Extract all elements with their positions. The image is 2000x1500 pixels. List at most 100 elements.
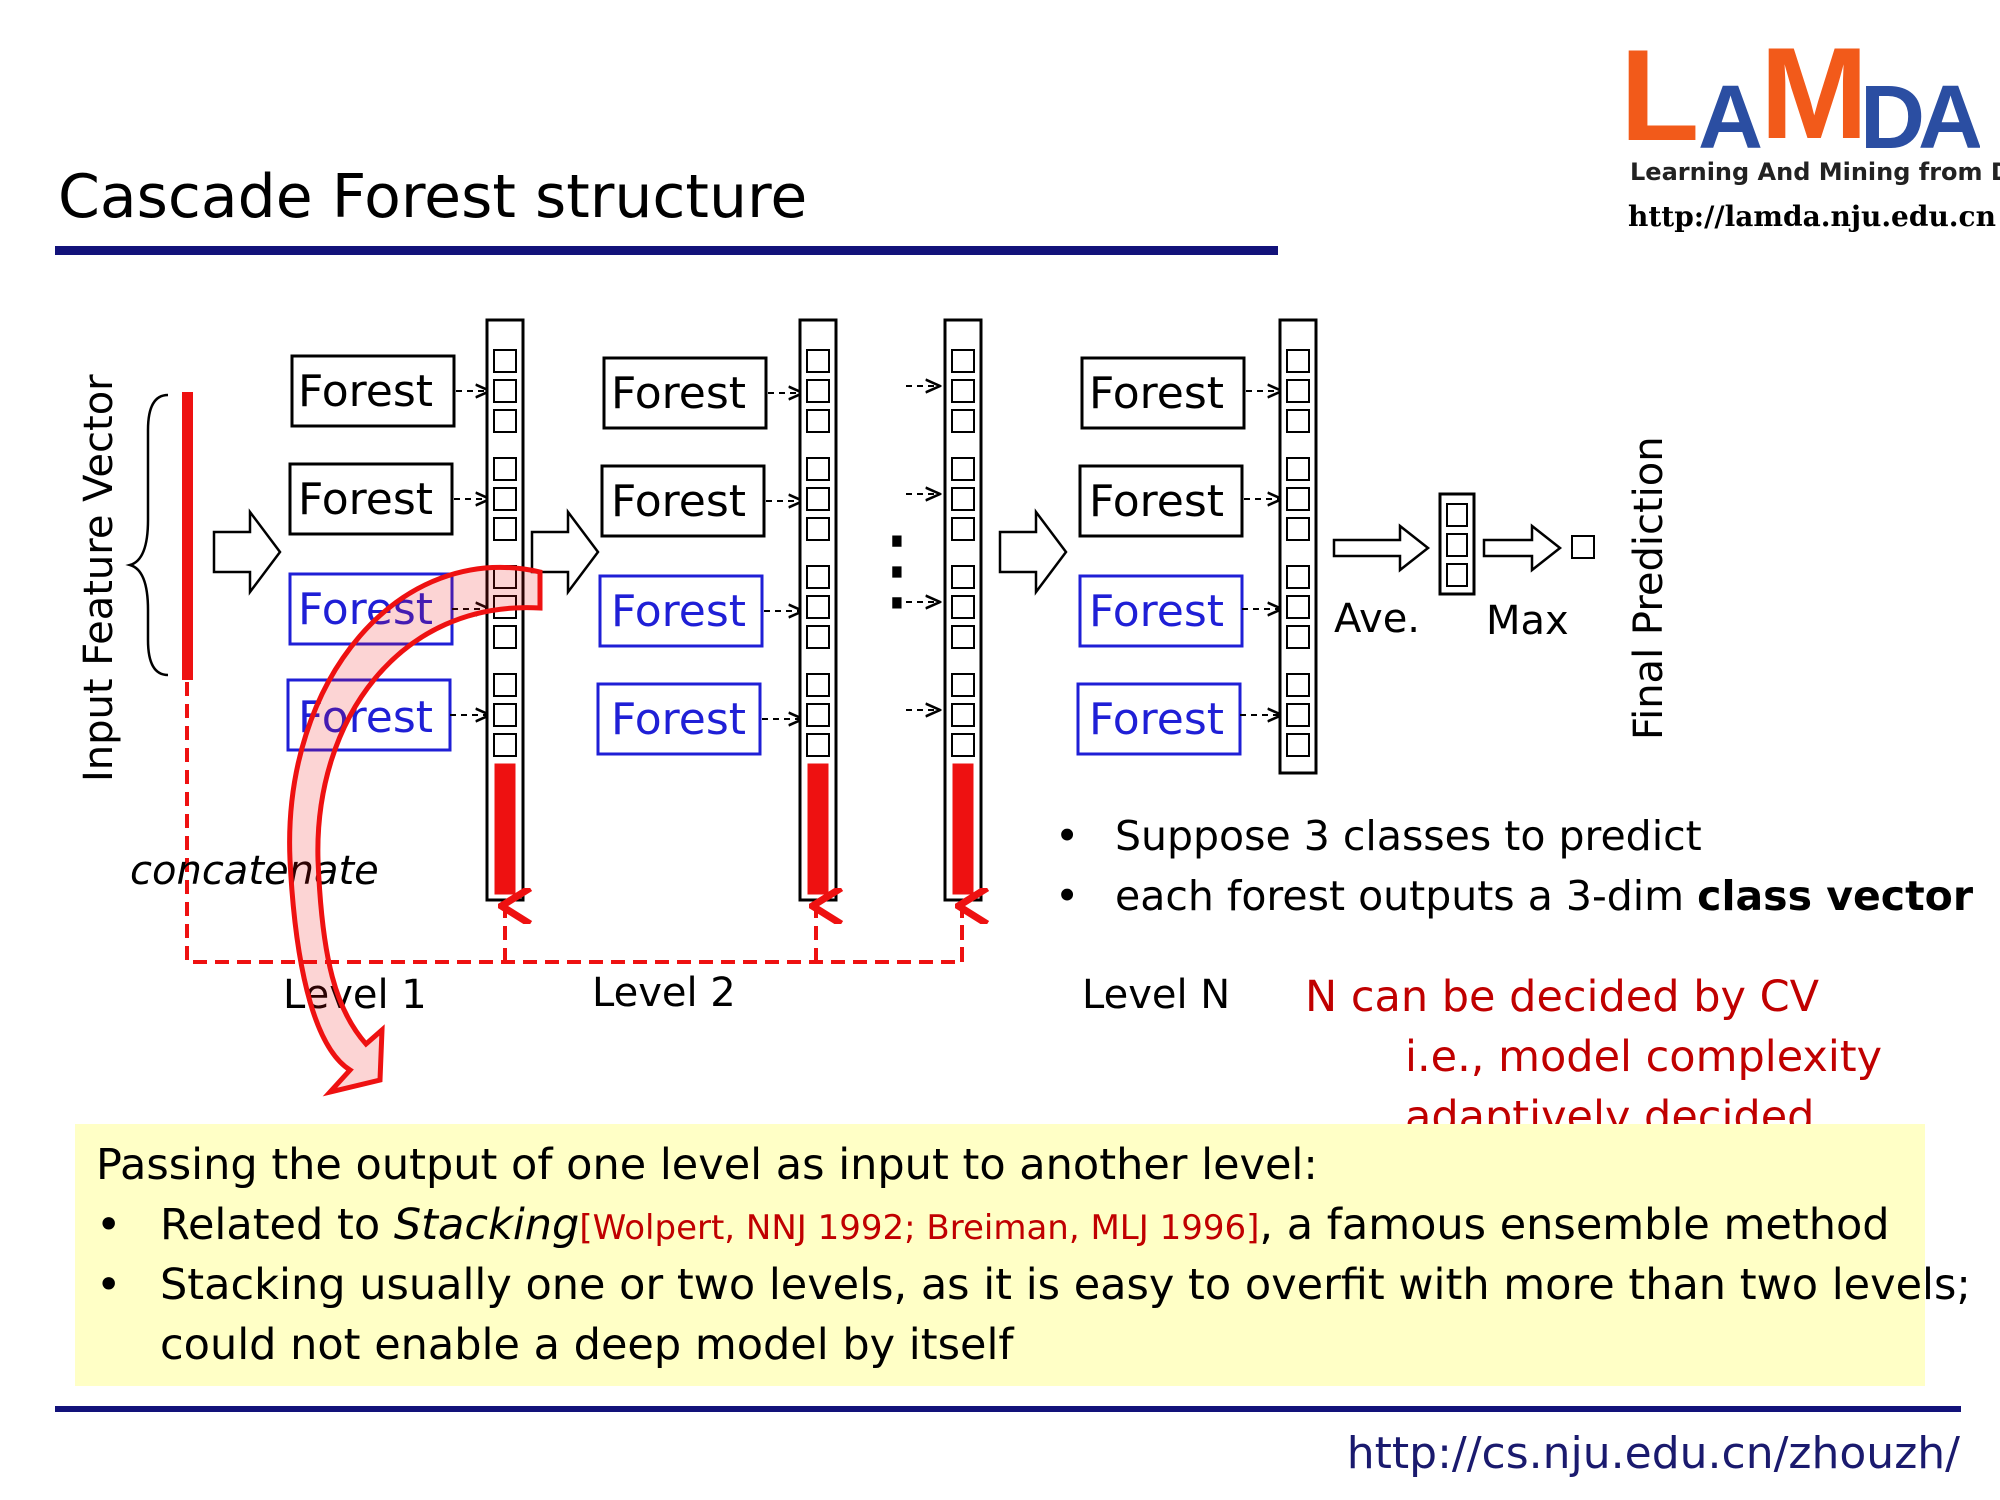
l2-forest-1-box (602, 356, 768, 430)
avg-vector-cell-1 (1446, 503, 1468, 527)
l2-forest-1: Forest (611, 368, 746, 419)
class-cell (806, 349, 830, 373)
stacking-note-box (75, 1124, 1925, 1386)
hollow-arrow-3 (998, 508, 1068, 596)
class-cell (1286, 487, 1310, 511)
avg-vector-cell-3 (1446, 563, 1468, 587)
class-cell (951, 409, 975, 433)
final-cell (1571, 535, 1595, 559)
stacking-b1-post: , a famous ensemble method (1259, 1200, 1890, 1250)
l2-forest-2: Forest (611, 476, 746, 527)
right-bullet-2: •each forest outputs a 3-dim class vecto… (1055, 872, 1973, 920)
class-cell (1286, 703, 1310, 727)
l2-forest-4-box (596, 682, 762, 756)
logo-letter-d: D (1860, 68, 1925, 160)
class-cell (806, 409, 830, 433)
l2-forest-3-box (598, 574, 764, 648)
class-cell (806, 673, 830, 697)
ln-forest-4-box (1076, 682, 1242, 756)
l2-forest-3: Forest (611, 586, 746, 637)
logo-letter-a2: A (1918, 68, 1980, 160)
right-bullet-1-text: Suppose 3 classes to predict (1115, 812, 1702, 860)
class-cell (493, 625, 517, 649)
level-n-label: Level N (1082, 972, 1230, 1018)
ln-forest-1: Forest (1089, 368, 1224, 419)
max-label: Max (1486, 598, 1569, 644)
class-cell (493, 457, 517, 481)
avg-vector-cell-2 (1446, 533, 1468, 557)
max-arrow (1482, 523, 1563, 573)
class-cell (1286, 409, 1310, 433)
ln-forest-3: Forest (1089, 586, 1224, 637)
right-bullet-2-bold: class vector (1697, 872, 1974, 920)
class-cell (493, 673, 517, 697)
ln-forest-1-box (1080, 356, 1246, 430)
footer-rule (55, 1406, 1961, 1412)
class-cell (1286, 673, 1310, 697)
class-cell (951, 565, 975, 589)
class-cell (1286, 517, 1310, 541)
stacking-b2-line2: could not enable a deep model by itself (160, 1320, 1014, 1370)
slide-title: Cascade Forest structure (58, 162, 808, 232)
ln-forest-4: Forest (1089, 694, 1224, 745)
class-cell (951, 673, 975, 697)
class-cell (493, 379, 517, 403)
class-cell (1286, 379, 1310, 403)
stacking-b1-pre: Related to (160, 1200, 394, 1250)
bullet-icon: • (1055, 872, 1080, 920)
right-bullet-1: •Suppose 3 classes to predict (1055, 812, 1702, 860)
ln-forest-2-box (1078, 464, 1244, 538)
class-cell (1286, 733, 1310, 757)
ln-forest-2: Forest (1089, 476, 1224, 527)
stacking-b1-ref: [Wolpert, NNJ 1992; Breiman, MLJ 1996] (579, 1208, 1260, 1248)
class-cell (493, 487, 517, 511)
ave-arrow (1332, 523, 1431, 573)
class-cell (951, 457, 975, 481)
logo-letter-m: M (1760, 40, 1868, 160)
class-cell (806, 517, 830, 541)
class-cell (951, 625, 975, 649)
title-underline (55, 246, 1278, 255)
logo-subtitle: Learning And Mining from DatA (1630, 158, 2000, 186)
class-cell (951, 517, 975, 541)
concatenate-label: concatenate (130, 848, 379, 894)
class-cell (1286, 625, 1310, 649)
l2-forest-2-box (600, 464, 766, 538)
class-cell (806, 379, 830, 403)
feature-vector-segment (807, 763, 829, 895)
class-cell (806, 703, 830, 727)
logo-letter-l: L (1620, 40, 1699, 160)
stacking-bullet-2: •Stacking usually one or two levels, as … (96, 1260, 1971, 1310)
class-cell (1286, 457, 1310, 481)
cv-note-line-1: N can be decided by CV (1305, 972, 1820, 1022)
input-vector-bar (182, 392, 193, 680)
feature-vector-segment (494, 763, 516, 895)
bullet-icon: • (96, 1200, 122, 1250)
logo-url: http://lamda.nju.edu.cn (1628, 200, 1996, 233)
class-cell (951, 733, 975, 757)
stacking-b1-italic: Stacking (393, 1200, 580, 1250)
class-cell (1286, 565, 1310, 589)
class-cell (493, 517, 517, 541)
curved-red-arrow (287, 564, 543, 1097)
class-cell (806, 565, 830, 589)
l1-forest-1: Forest (298, 366, 433, 417)
final-prediction-label: Final Prediction (1626, 436, 1672, 740)
logo-letter-a1: A (1698, 68, 1763, 160)
class-cell (493, 703, 517, 727)
level-ellipsis: ⋮ (852, 517, 942, 622)
class-cell (806, 733, 830, 757)
forest-output-connectors (450, 386, 1282, 719)
class-cell (951, 379, 975, 403)
class-cell (806, 625, 830, 649)
lamda-logo: L A M D A (1620, 40, 1980, 160)
class-cell (806, 487, 830, 511)
class-cell (806, 595, 830, 619)
ave-label: Ave. (1334, 596, 1420, 642)
stacking-b2-line1: Stacking usually one or two levels, as i… (160, 1260, 1971, 1310)
ln-forest-3-box (1078, 574, 1244, 648)
concatenate-connectors (185, 682, 962, 964)
input-feature-label: Input Feature Vector (76, 374, 122, 782)
hollow-arrow-1 (212, 508, 282, 596)
